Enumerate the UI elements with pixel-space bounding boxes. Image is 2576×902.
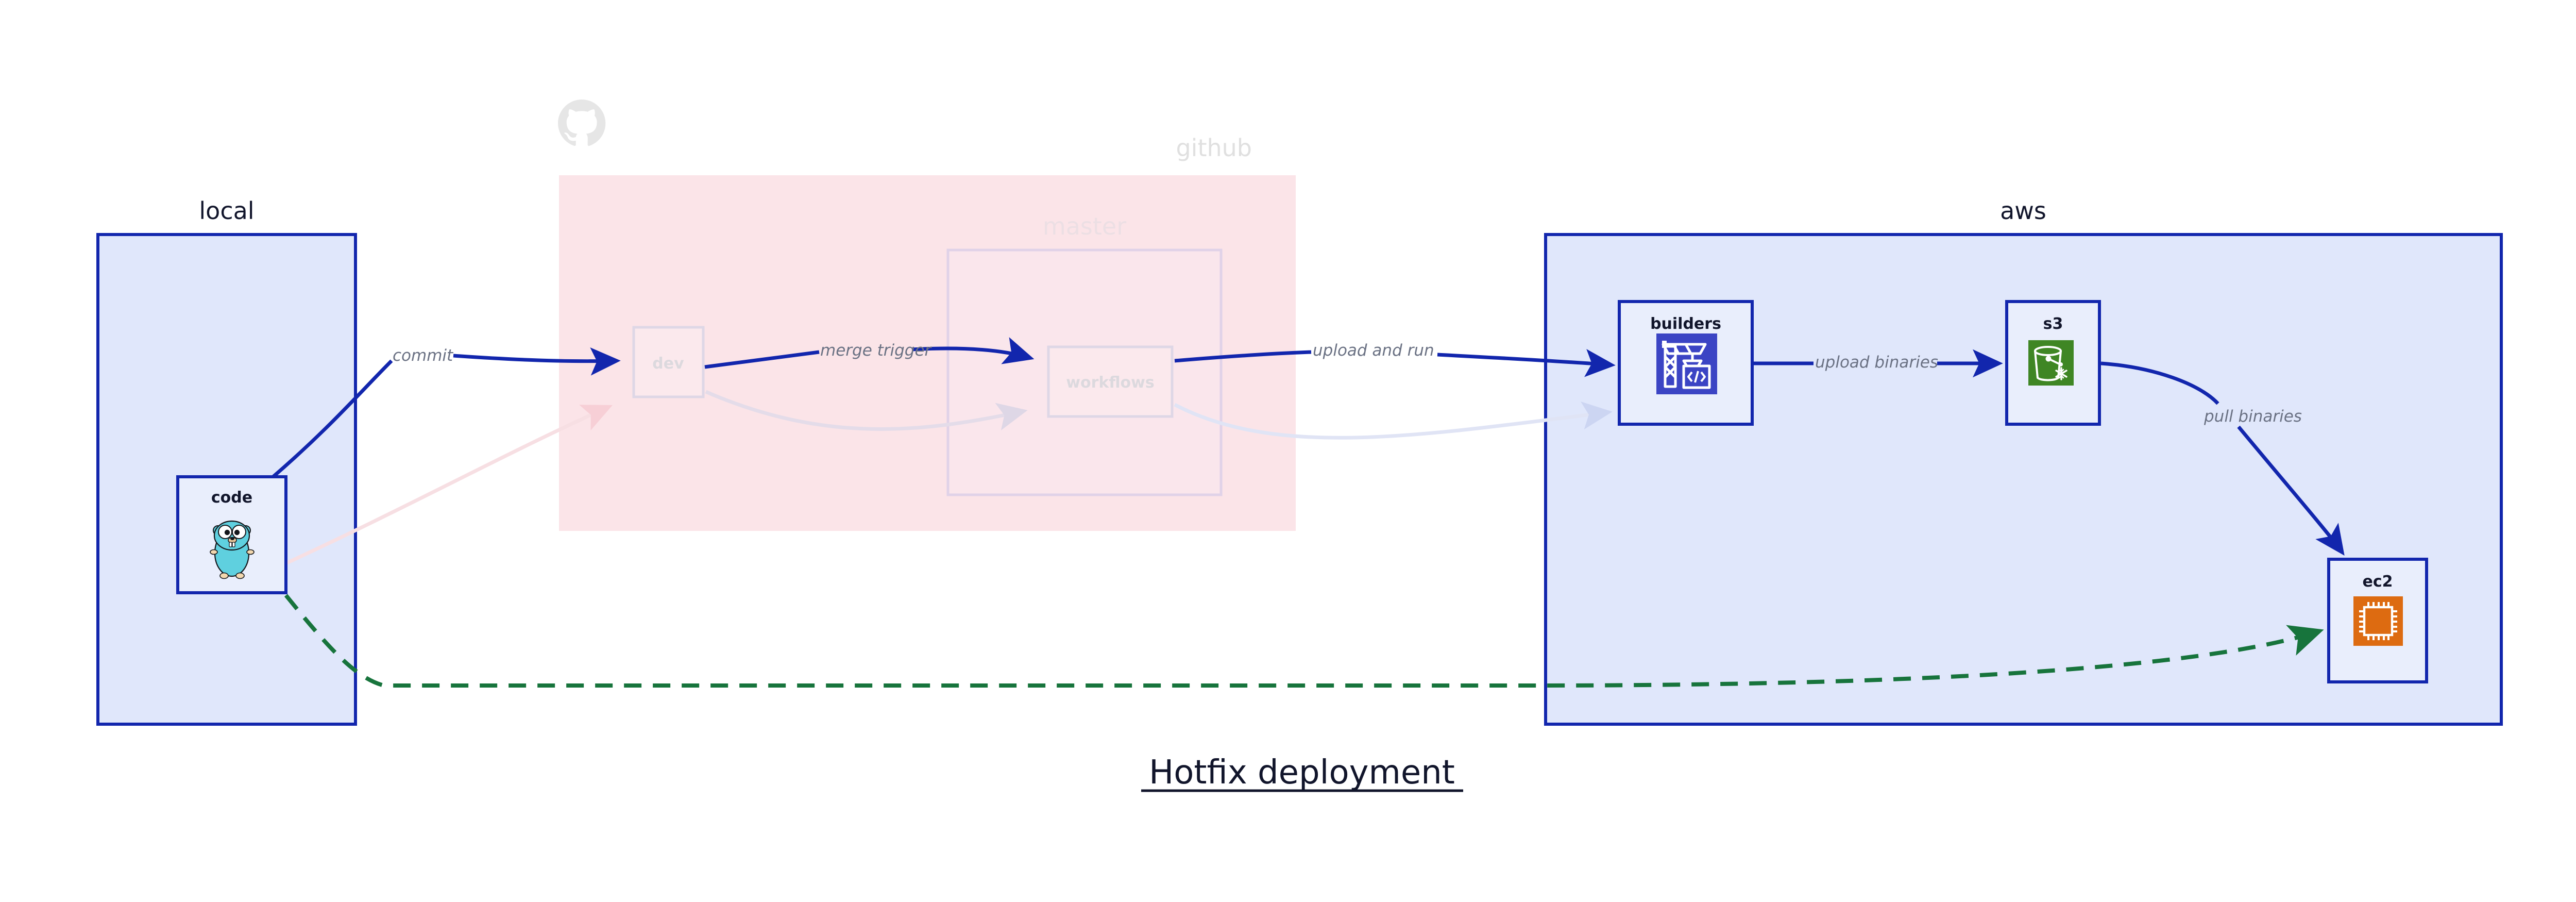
edge-faded-dev-workflows [705, 390, 1028, 431]
group-local-label: local [199, 197, 254, 225]
node-workflows-box[interactable] [1047, 345, 1174, 418]
node-ec2-label: ec2 [2362, 573, 2393, 591]
node-dev[interactable]: dev [632, 326, 705, 398]
diagram-title: Hotfix deployment [1141, 754, 1463, 792]
edge-commit: commit [272, 346, 621, 478]
page-title: Hotfix deployment [1149, 754, 1455, 792]
node-workflows[interactable]: workflows [1047, 345, 1174, 418]
node-ec2[interactable]: ec2 [2327, 558, 2428, 683]
aws-s3-glacier-icon [2028, 340, 2074, 386]
edge-upload-and-run: upload and run [1174, 341, 1616, 377]
node-workflows-label: workflows [1066, 374, 1155, 392]
edge-label-commit: commit [393, 346, 454, 365]
node-dev-box[interactable] [632, 326, 705, 398]
go-gopher-icon [210, 520, 255, 579]
edge-faded-workflows-builders [1174, 401, 1613, 440]
node-s3[interactable]: s3 [2005, 300, 2101, 426]
edge-upload-binaries: upload binaries [1754, 349, 2003, 378]
edge-hotfix-direct [284, 594, 2324, 688]
node-builders[interactable]: builders [1618, 300, 1754, 426]
group-github-label: github [1176, 134, 1252, 162]
edge-pull-binaries: pull binaries [2100, 361, 2345, 556]
aws-codebuild-icon [1656, 333, 1717, 394]
node-builders-label: builders [1650, 315, 1721, 333]
github-octocat-icon [558, 99, 606, 146]
edge-faded-code-dev [277, 405, 613, 569]
node-s3-label: s3 [2043, 315, 2063, 333]
edge-merge-trigger: merge trigger [704, 337, 1035, 369]
group-aws-label: aws [2000, 197, 2046, 225]
node-code-label: code [211, 489, 252, 507]
edge-label-pull-binaries: pull binaries [2204, 407, 2302, 426]
aws-ec2-icon [2353, 596, 2403, 646]
edge-label-merge-trigger: merge trigger [820, 341, 933, 360]
node-dev-label: dev [652, 355, 684, 373]
edge-label-upload-and-run: upload and run [1313, 341, 1434, 360]
group-local: local [96, 197, 357, 726]
node-code[interactable]: code [176, 475, 287, 594]
edge-label-upload-binaries: upload binaries [1815, 353, 1938, 372]
subgroup-master-label: master [1043, 212, 1126, 240]
